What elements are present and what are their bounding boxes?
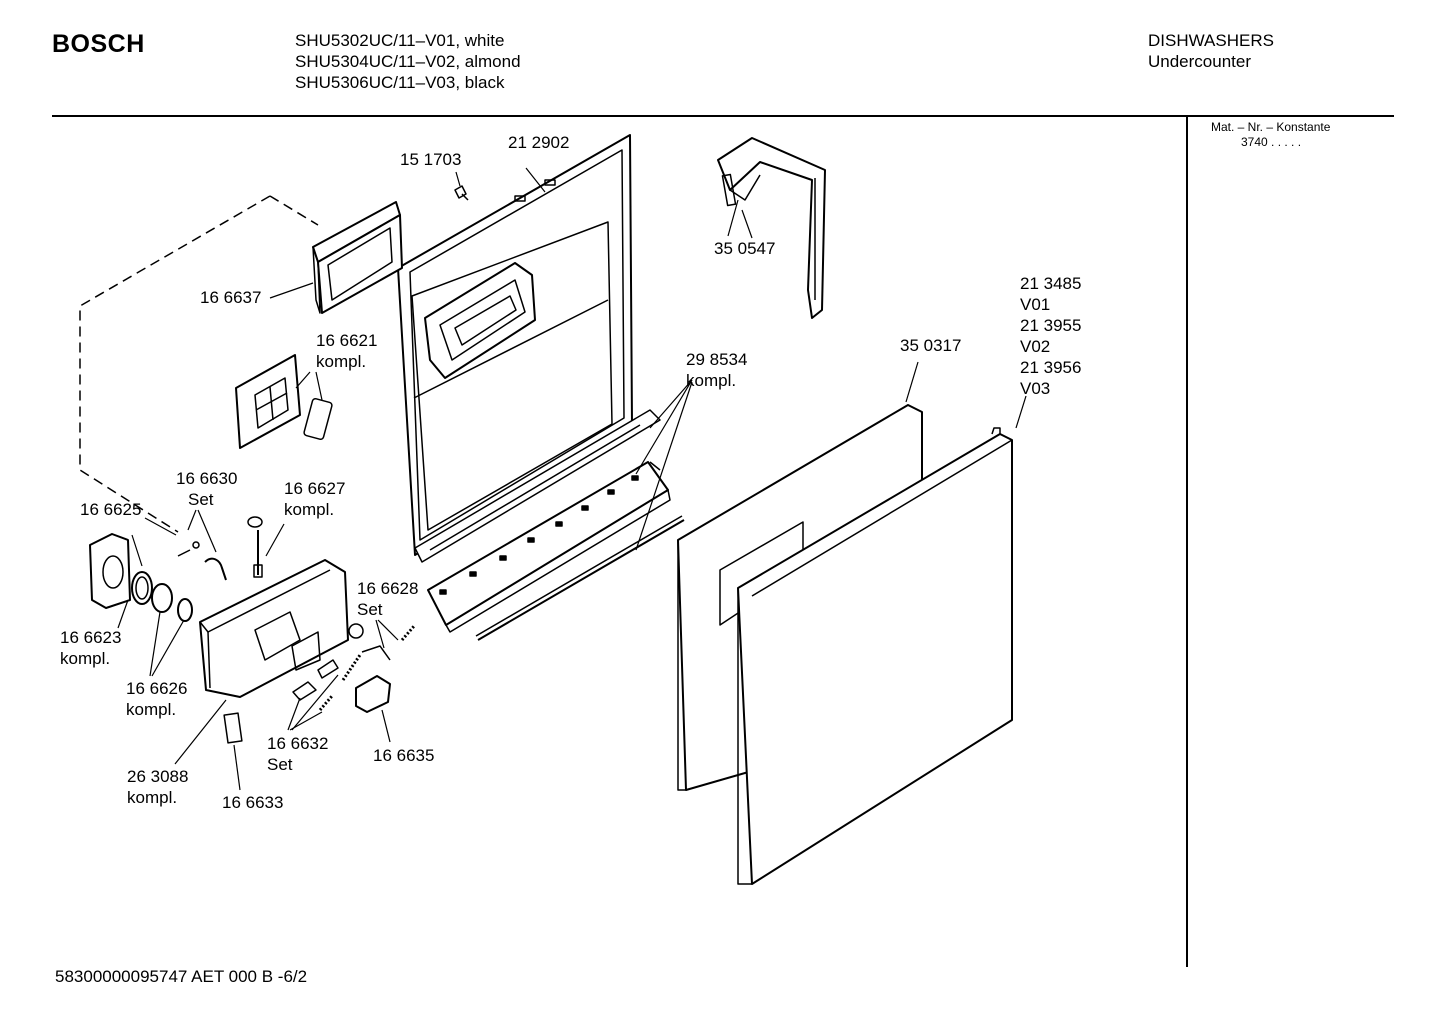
part-number: 16 6621 [316, 331, 378, 350]
part-number: 16 6626 [126, 679, 188, 698]
part-label-298534: 29 8534 kompl. [686, 349, 747, 391]
material-heading: Mat. – Nr. – Konstante [1211, 120, 1331, 134]
part-label-350547: 35 0547 [714, 239, 776, 258]
part-note: Set [357, 600, 383, 619]
part-number: 29 8534 [686, 350, 748, 369]
part-number: 26 3088 [127, 767, 189, 786]
part-note: kompl. [686, 371, 737, 390]
part-note: kompl. [127, 788, 178, 807]
part-note: Set [267, 755, 293, 774]
control-housing [199, 559, 349, 698]
part-note: kompl. [284, 500, 335, 519]
part-number: 16 6623 [60, 628, 122, 647]
category-title: DISHWASHERS [1148, 31, 1274, 50]
part-number: 21 3955 [1020, 316, 1082, 335]
document-code: 58300000095747 AET 000 B -6/2 [55, 967, 308, 986]
part-label-166628: 16 6628 Set [357, 578, 418, 620]
part-label-166635: 16 6635 [373, 746, 435, 765]
part-number: 21 3485 [1020, 274, 1082, 293]
material-constant: Mat. – Nr. – Konstante 3740 . . . . . [1211, 120, 1330, 150]
part-number: 16 6630 [176, 469, 238, 488]
leader-lines [117, 167, 1027, 791]
variant-label: V01 [1020, 295, 1051, 314]
spring-pin [177, 541, 227, 581]
part-label-263088: 26 3088 kompl. [127, 766, 188, 808]
part-number: 16 6627 [284, 479, 346, 498]
part-number: 16 6632 [267, 734, 329, 753]
clip-part [223, 712, 243, 744]
screw-part [454, 185, 469, 201]
knob-cover [89, 533, 131, 609]
part-label-166627: 16 6627 kompl. [284, 478, 345, 520]
part-label-166630: 16 6630 Set [176, 468, 237, 510]
part-label-212902: 21 2902 [508, 133, 570, 152]
part-number: 16 6628 [357, 579, 419, 598]
valve-assembly [247, 516, 263, 578]
part-note: Set [188, 490, 214, 509]
knob-shaft [151, 583, 173, 613]
part-label-350317: 35 0317 [900, 336, 962, 355]
variant-label: V03 [1020, 379, 1051, 398]
part-number: 21 3956 [1020, 358, 1082, 377]
ring-inner [135, 576, 149, 600]
inner-door-frame [397, 134, 661, 563]
ring-small [177, 598, 193, 622]
part-note: kompl. [316, 352, 367, 371]
part-note: kompl. [60, 649, 111, 668]
ring-seal [131, 571, 153, 605]
material-value: 3740 . . . . . [1241, 135, 1302, 149]
part-label-166632: 16 6632 Set [267, 733, 328, 775]
model-list: SHU5302UC/11–V01, white SHU5304UC/11–V02… [295, 30, 521, 93]
model-line: SHU5302UC/11–V01, white [295, 31, 505, 50]
category-block: DISHWASHERS Undercounter [1148, 30, 1274, 72]
part-label-166621: 16 6621 kompl. [316, 330, 377, 372]
dashed-group-line [79, 195, 271, 533]
part-label-151703: 15 1703 [400, 150, 462, 169]
part-label-166637: 16 6637 [200, 288, 262, 307]
model-line: SHU5304UC/11–V02, almond [295, 52, 521, 71]
front-door-panel [737, 427, 1013, 885]
brand-logo: BOSCH [52, 30, 145, 58]
seal-frame [312, 201, 403, 314]
header-divider [52, 115, 1394, 117]
small-parts-set [292, 623, 417, 713]
trim-strip [427, 461, 685, 641]
side-divider [1186, 117, 1188, 967]
part-note: kompl. [126, 700, 177, 719]
part-label-166626: 16 6626 kompl. [126, 678, 187, 720]
model-line: SHU5306UC/11–V03, black [295, 73, 505, 92]
control-panel-insert [235, 354, 333, 449]
part-label-166625: 16 6625 [80, 500, 142, 519]
category-subtitle: Undercounter [1148, 52, 1252, 71]
door-bracket [717, 137, 826, 319]
part-label-213485-group: 21 3485 V01 21 3955 V02 21 3956 V03 [1020, 273, 1081, 399]
part-label-166633: 16 6633 [222, 793, 284, 812]
dashed-group-line-top [269, 195, 319, 226]
variant-label: V02 [1020, 337, 1051, 356]
part-label-166623: 16 6623 kompl. [60, 627, 121, 669]
